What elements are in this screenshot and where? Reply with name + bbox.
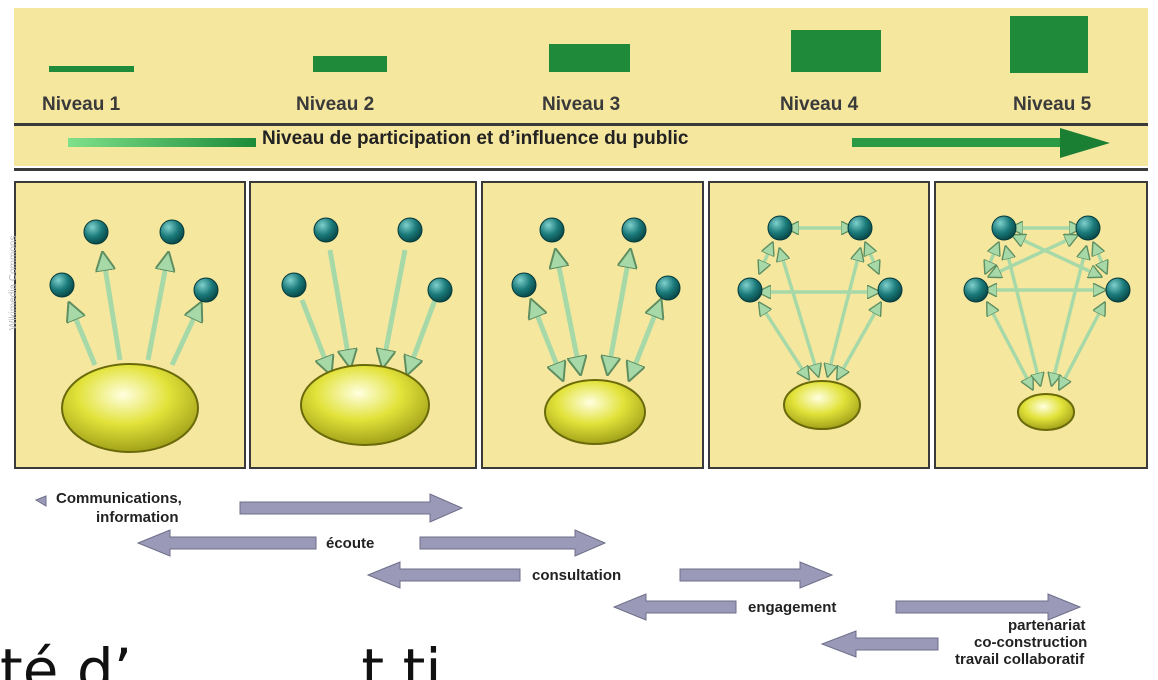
participation-arrow (68, 128, 1110, 158)
flow-label-engagement: engagement (748, 599, 837, 616)
level-3-label: Niveau 3 (542, 94, 621, 115)
divider-line (14, 168, 1148, 171)
level-2-label: Niveau 2 (296, 94, 375, 115)
credit-watermark: Wikimedia Commons (8, 235, 19, 330)
cropped-caption: té d’… … … t ti (0, 636, 442, 680)
level-2-bar (313, 56, 387, 72)
level-5-label: Niveau 5 (1013, 94, 1092, 115)
flow-label-communications: Communications, (56, 490, 182, 507)
panels-illustration (49, 215, 1131, 453)
flow-label-information: information (96, 509, 179, 526)
level-1-label: Niveau 1 (42, 94, 121, 115)
level-4-bar (791, 30, 881, 72)
divider-line (14, 123, 1148, 126)
level-4-label: Niveau 4 (780, 94, 859, 115)
level-5-bar (1010, 16, 1088, 73)
flow-arrows (34, 493, 1082, 658)
flow-label-ecoute: écoute (326, 535, 375, 552)
flow-label-travail: travail collaboratif (955, 651, 1085, 668)
flow-label-coconstruction: co-construction (974, 634, 1088, 651)
level-1-bar (49, 66, 134, 72)
level-3-bar (549, 44, 630, 72)
participation-label: Niveau de participation et d’influence d… (262, 128, 689, 149)
flow-label-partenariat: partenariat (1008, 617, 1086, 634)
flow-label-consultation: consultation (532, 567, 622, 584)
